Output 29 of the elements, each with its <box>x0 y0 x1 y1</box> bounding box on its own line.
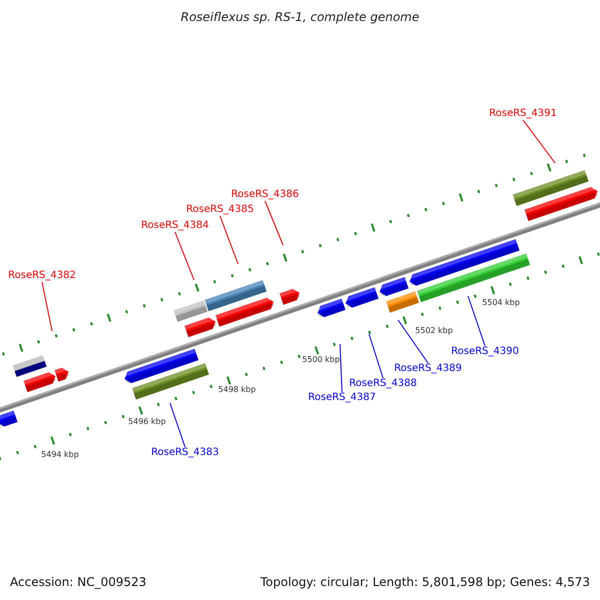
leader-line <box>522 120 556 164</box>
accession-text: Accession: NC_009523 <box>10 575 146 589</box>
scale-label: 5498 kbp <box>218 385 256 395</box>
gene-label: RoseRS_4384 <box>141 220 209 232</box>
leader-line <box>398 320 428 364</box>
gene-label: RoseRS_4385 <box>186 204 254 216</box>
scale-label: 5496 kbp <box>128 417 166 427</box>
scale-label: 5504 kbp <box>482 298 520 308</box>
scale-label: 5494 kbp <box>41 450 79 460</box>
scale-label: 5500 kbp <box>302 355 340 365</box>
diagram-title: Roseiflexus sp. RS-1, complete genome <box>180 10 420 24</box>
gene-label: RoseRS_4390 <box>451 346 519 358</box>
scale-label: 5502 kbp <box>415 326 453 336</box>
leader-line <box>368 334 384 378</box>
leader-line <box>340 344 342 392</box>
leader-line <box>468 296 486 346</box>
gene-label: RoseRS_4388 <box>349 378 417 390</box>
leader-line <box>170 402 186 448</box>
gene-label: RoseRS_4382 <box>8 270 76 282</box>
leader-line <box>174 232 194 280</box>
gene-label: RoseRS_4391 <box>489 108 557 120</box>
gene-label: RoseRS_4389 <box>394 363 462 375</box>
genome-info-text: Topology: circular; Length: 5,801,598 bp; Genes: 4,573 <box>260 575 590 589</box>
leader-line <box>264 200 284 246</box>
gene-label: RoseRS_4387 <box>308 392 376 404</box>
gene-label: RoseRS_4386 <box>231 189 299 201</box>
leader-line <box>42 282 52 332</box>
leader-line <box>220 216 238 264</box>
gene-label: RoseRS_4383 <box>151 447 219 459</box>
